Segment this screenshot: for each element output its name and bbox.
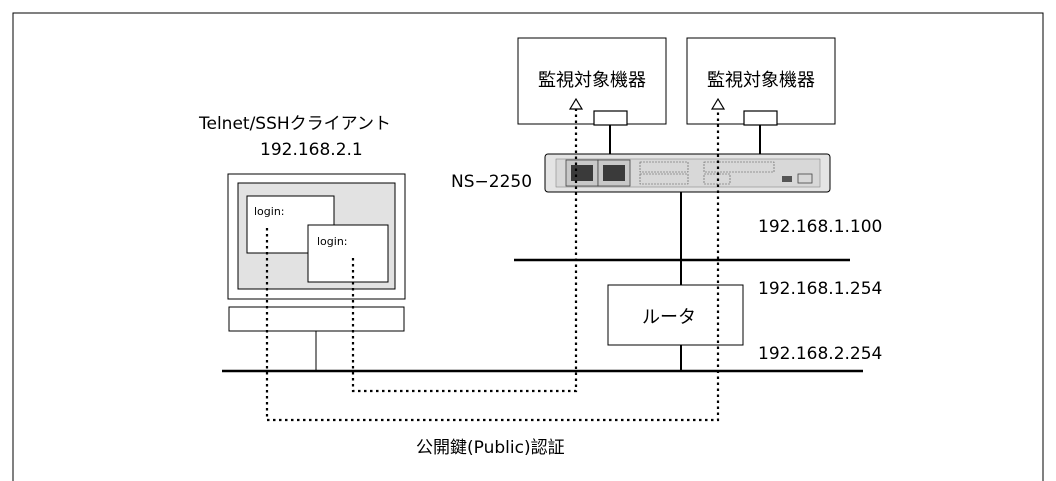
monitored-device-box-2 xyxy=(686,37,836,125)
diagram-border xyxy=(12,12,1044,481)
ns2250-appliance xyxy=(544,153,831,193)
session-path-outer xyxy=(265,107,720,422)
monitored-device-label-2: 監視対象機器 xyxy=(707,70,815,91)
monitored-device-label-1: 監視対象機器 xyxy=(538,70,646,91)
ns2250-label: NS−2250 xyxy=(451,172,533,192)
router-ip-upper: 192.168.1.254 xyxy=(758,279,883,299)
client-title: Telnet/SSHクライアント xyxy=(199,114,391,134)
client-ip: 192.168.2.1 xyxy=(260,140,363,160)
router-label: ルータ xyxy=(642,307,696,328)
session-arrow-outer xyxy=(710,97,726,110)
session-path-inner xyxy=(351,107,578,393)
auth-caption: 公開鍵(Public)認証 xyxy=(416,438,565,458)
serial-connector-2 xyxy=(743,110,778,126)
login-prompt-2: login: xyxy=(317,235,348,248)
router-box xyxy=(607,284,744,346)
ns2250-ip: 192.168.1.100 xyxy=(758,217,883,237)
serial-connector-1 xyxy=(593,110,628,126)
login-prompt-1: login: xyxy=(254,205,285,218)
login-window-2 xyxy=(307,224,389,283)
router-ip-lower: 192.168.2.254 xyxy=(758,344,883,364)
monitored-device-box-1 xyxy=(517,37,667,125)
session-arrow-inner xyxy=(568,97,584,110)
